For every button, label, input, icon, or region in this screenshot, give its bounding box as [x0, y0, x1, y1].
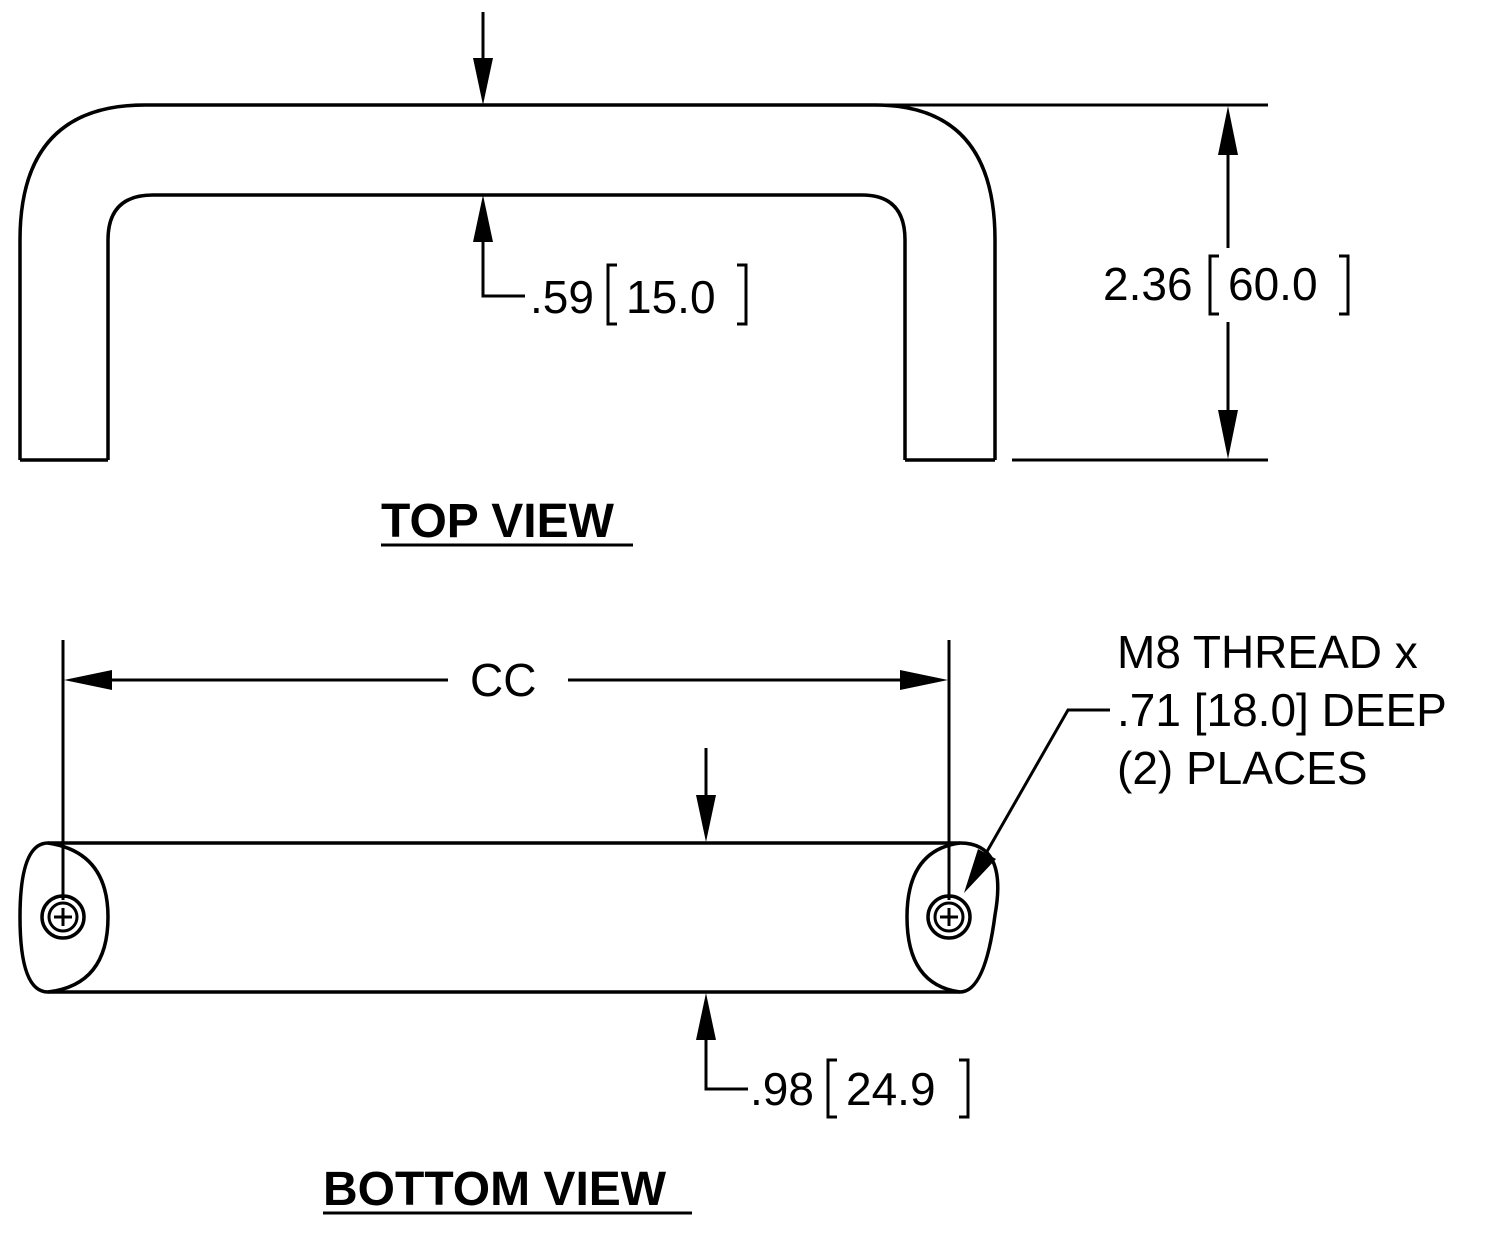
thread-note-line1: M8 THREAD x: [1117, 626, 1418, 678]
bottom-view-title: BOTTOM VIEW: [323, 1163, 667, 1216]
threaded-hole-left: [40, 894, 86, 940]
wall-thickness-dimension: .59 15.0: [473, 12, 748, 326]
arrow-down-icon: [473, 58, 493, 105]
top-view: .59 15.0 2.36 60.0 TOP VIEW: [18, 12, 1350, 548]
cc-dimension: CC: [61, 640, 951, 900]
wall-dim-inch: .59: [530, 271, 594, 323]
end-cap-left: [47, 841, 110, 994]
height-dim-mm: 60.0: [1228, 258, 1318, 310]
thread-note-line3: (2) PLACES: [1117, 742, 1368, 794]
bracket-close-icon: [959, 1058, 970, 1119]
handle-bar-outline: [18, 841, 1000, 994]
threaded-hole-right: [926, 894, 972, 940]
bracket-close-icon: [737, 263, 748, 326]
wall-dim-mm: 15.0: [626, 271, 716, 323]
bracket-open-icon: [826, 1058, 837, 1119]
depth-dimension: .98 24.9: [696, 748, 970, 1119]
depth-dim-inch: .98: [750, 1063, 814, 1115]
bottom-view: CC M8 THREAD x .71 [18.: [18, 626, 1447, 1216]
thread-note-line2: .71 [18.0] DEEP: [1117, 684, 1447, 736]
arrow-down-icon: [696, 795, 716, 842]
thread-note-leader: [964, 708, 1110, 893]
end-cap-right: [905, 841, 961, 994]
arrow-up-icon: [1218, 106, 1238, 155]
height-dimension: 2.36 60.0: [875, 103, 1350, 462]
arrow-down-icon: [1218, 410, 1238, 459]
handle-outline-inner: [106, 193, 907, 460]
arrow-right-icon: [900, 670, 948, 690]
bracket-open-icon: [606, 263, 617, 326]
depth-dim-mm: 24.9: [846, 1063, 936, 1115]
arrow-left-icon: [64, 670, 112, 690]
height-dim-inch: 2.36: [1103, 258, 1193, 310]
arrow-up-icon: [696, 993, 716, 1040]
arrow-leader-icon: [964, 849, 996, 893]
top-view-title: TOP VIEW: [381, 495, 615, 548]
handle-outline-outer: [18, 103, 997, 460]
cc-label: CC: [470, 654, 536, 706]
bracket-close-icon: [1339, 254, 1350, 316]
arrow-up-icon: [473, 195, 493, 242]
bracket-open-icon: [1208, 254, 1219, 316]
